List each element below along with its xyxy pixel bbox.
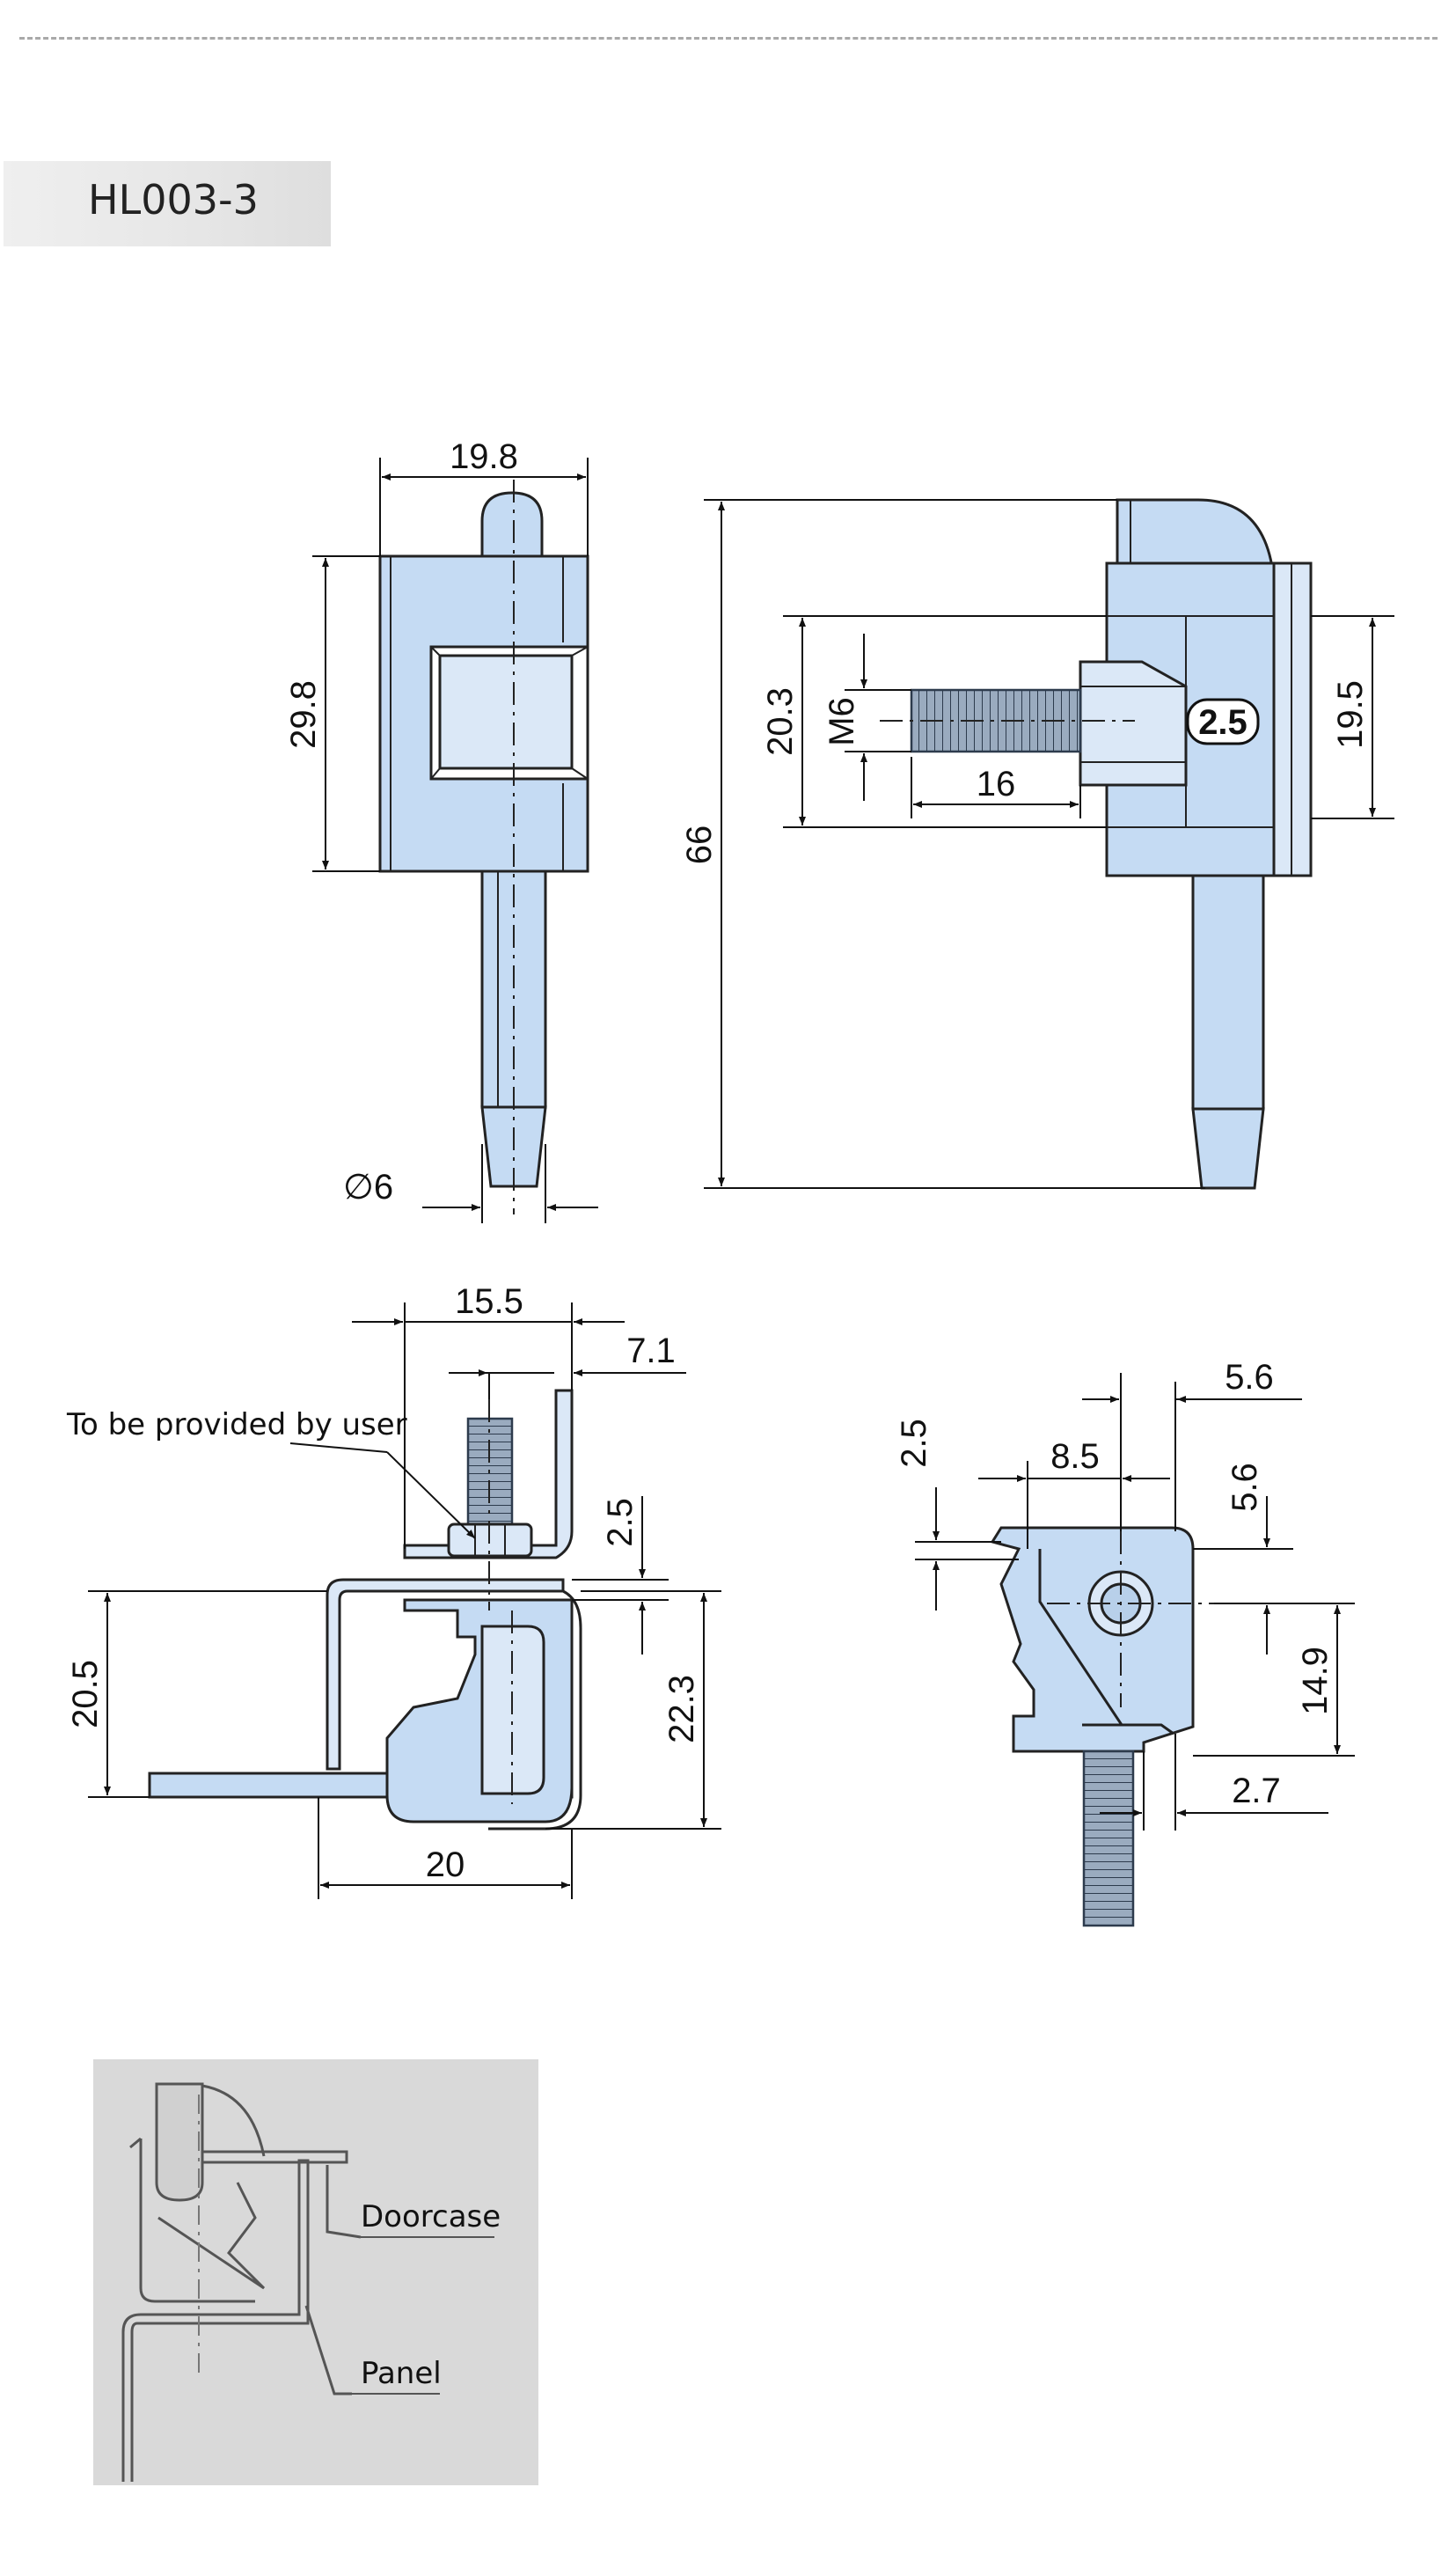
dim-body-height: 19.5 <box>1331 680 1370 749</box>
dim-thread-length: 16 <box>977 765 1016 803</box>
side-pin-tip <box>1191 1107 1265 1190</box>
install-doorcase <box>326 1578 565 1771</box>
bracket-body <box>990 1526 1195 1753</box>
top-dashed-divider <box>19 37 1438 40</box>
thickness-badge <box>1186 698 1260 745</box>
side-view: 2.5 66 20.3 M6 16 19.5 <box>680 498 1394 1190</box>
dim-front-height: 29.8 <box>284 680 323 749</box>
dim-bracket-h1: 2.5 <box>895 1419 933 1468</box>
note-user-provided: To be provided by user <box>66 1407 407 1442</box>
dim-pin-diameter: ∅6 <box>343 1168 393 1207</box>
dim-bracket-w3: 2.7 <box>1232 1772 1281 1810</box>
front-window-insert <box>438 654 574 770</box>
assembly-sketch: Doorcase Panel <box>93 2059 538 2485</box>
model-tab <box>4 161 331 246</box>
dim-left-height: 20.5 <box>66 1660 105 1728</box>
install-vertical-plate <box>403 1389 574 1559</box>
side-nut <box>1079 660 1188 787</box>
label-panel: Panel <box>361 2356 442 2391</box>
dim-bracket-h2: 5.6 <box>1226 1463 1264 1512</box>
thickness-badge-value: 2.5 <box>1198 703 1247 742</box>
dim-thread-size: M6 <box>823 697 861 746</box>
front-view: 19.8 29.8 ∅6 <box>284 437 598 1223</box>
bracket-view: 5.6 8.5 2.5 5.6 14.9 2.7 <box>895 1358 1355 1927</box>
dim-top-width: 15.5 <box>455 1282 523 1321</box>
model-number: HL003-3 <box>88 176 259 224</box>
dim-bracket-w2: 8.5 <box>1050 1437 1100 1476</box>
dim-bottom-width: 20 <box>426 1845 465 1884</box>
dim-total-height: 66 <box>680 825 719 865</box>
side-pin-shaft <box>1191 874 1265 1111</box>
dim-bracket-w1: 5.6 <box>1225 1358 1274 1397</box>
label-doorcase: Doorcase <box>361 2199 501 2234</box>
dim-bracket-h3: 14.9 <box>1296 1647 1335 1715</box>
bracket-bolt <box>1082 1750 1135 1927</box>
dim-thread-span: 20.3 <box>761 687 800 756</box>
dim-right-height: 22.3 <box>662 1675 701 1743</box>
install-view: To be provided by user 15.5 7.1 2.5 20.5… <box>66 1282 721 1899</box>
front-pin-top <box>480 491 544 558</box>
dim-offset: 7.1 <box>626 1332 676 1370</box>
dim-front-width: 19.8 <box>450 437 518 476</box>
dim-gap: 2.5 <box>601 1498 640 1547</box>
